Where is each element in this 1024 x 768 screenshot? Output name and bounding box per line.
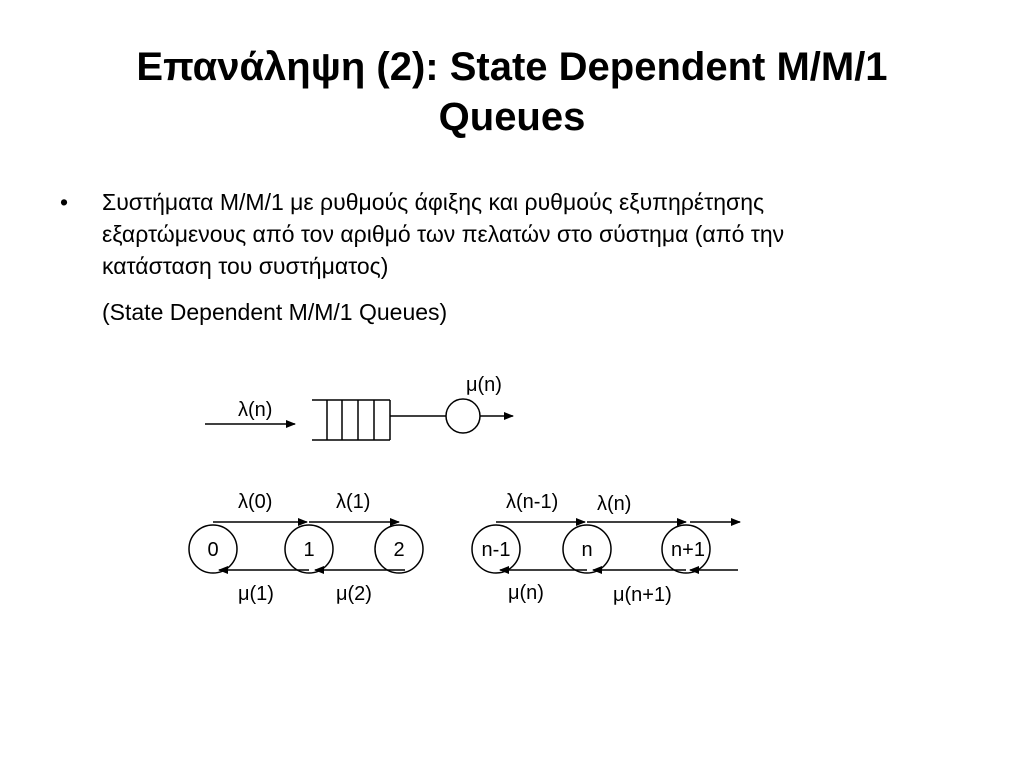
bullet-marker: • xyxy=(60,189,69,215)
title-line-1: Επανάληψη (2): State Dependent M/M/1 xyxy=(136,45,888,89)
queue-schematic: λ(n) μ(n) xyxy=(205,374,514,441)
state-circle xyxy=(471,524,521,574)
slide-title: Επανάληψη (2): State Dependent M/M/1 Que… xyxy=(40,42,984,142)
state-label: 0 xyxy=(207,539,218,561)
forward-rate-label: λ(n) xyxy=(597,493,631,515)
bullet-line-2: εξαρτώμενους από τον αριθμό των πελατών … xyxy=(102,221,785,247)
queue-buffer xyxy=(312,399,391,441)
bullet-text: Συστήματα M/M/1 με ρυθμούς άφιξης και ρυ… xyxy=(102,186,784,282)
bullet-line-3: κατάσταση του συστήματος) xyxy=(102,253,389,279)
state-label: 2 xyxy=(393,539,404,561)
state-label: n+1 xyxy=(671,539,705,561)
backward-rate-label: μ(1) xyxy=(238,583,274,605)
state-circle xyxy=(188,524,238,574)
backward-rate-label: μ(2) xyxy=(336,583,372,605)
bullet-point: • Συστήματα M/M/1 με ρυθμούς άφιξης και … xyxy=(60,186,960,282)
backward-rate-label: μ(n+1) xyxy=(613,584,672,606)
english-subtitle: (State Dependent M/M/1 Queues) xyxy=(102,299,448,325)
server-circle xyxy=(445,398,481,434)
backward-rate-label: μ(n) xyxy=(508,582,544,604)
state-label: n xyxy=(581,539,592,561)
chain-right: n-1 n n+1 λ(n-1) λ(n) μ(n) μ(n+1) xyxy=(471,491,741,606)
forward-rate-label: λ(1) xyxy=(336,491,370,513)
state-label: n-1 xyxy=(482,539,511,561)
arrival-label: λ(n) xyxy=(238,399,272,421)
service-label: μ(n) xyxy=(466,374,502,396)
state-circle xyxy=(562,524,612,574)
title-line-2: Queues xyxy=(438,95,586,139)
forward-rate-label: λ(n-1) xyxy=(506,491,558,513)
chain-left: 0 1 2 λ(0) λ(1) μ(1) μ(2) xyxy=(188,491,424,605)
state-circle xyxy=(284,524,334,574)
forward-rate-label: λ(0) xyxy=(238,491,272,513)
state-label: 1 xyxy=(303,539,314,561)
bullet-line-1: Συστήματα M/M/1 με ρυθμούς άφιξης και ρυ… xyxy=(102,189,765,215)
